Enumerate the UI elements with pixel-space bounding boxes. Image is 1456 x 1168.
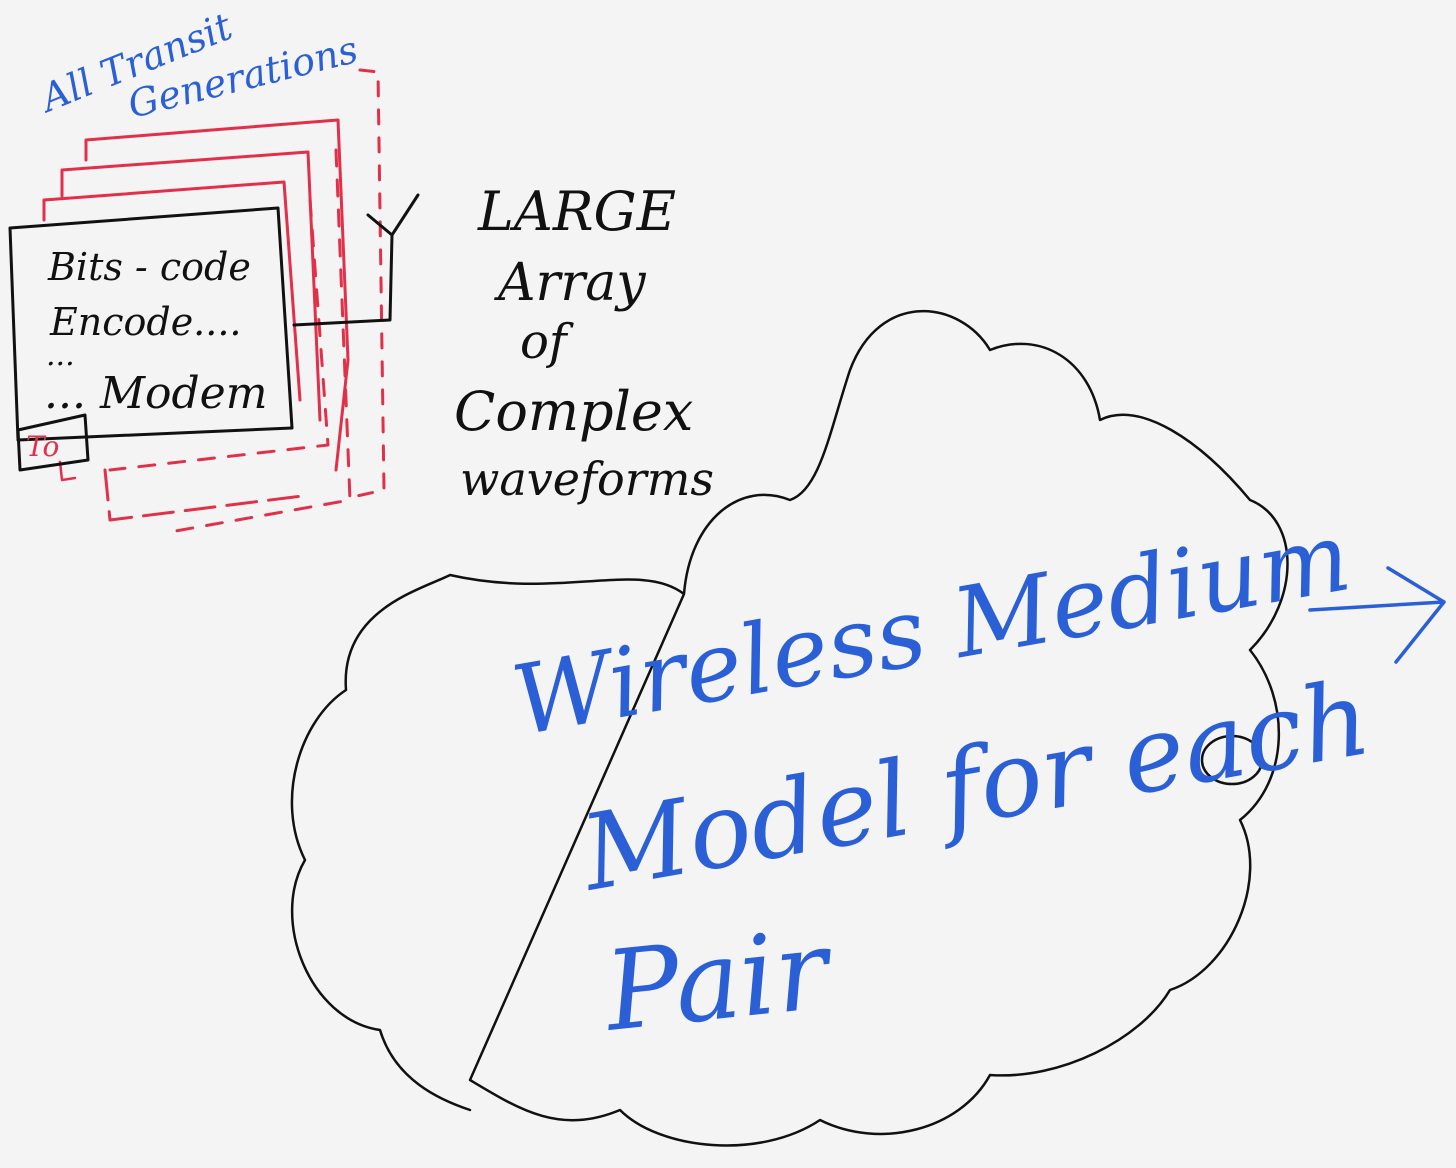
front-box-line2: Encode....: [49, 300, 242, 344]
output-line5: waveforms: [460, 452, 714, 506]
output-line1: LARGE: [477, 180, 676, 243]
back-frame-blue: [84, 118, 350, 472]
bottom-bracket: [103, 468, 312, 522]
front-box-text: Bits - code Encode.... ... ... Modem To: [26, 245, 267, 463]
front-box-line3: ...: [46, 338, 75, 373]
cloud-small-bubble: [1200, 734, 1264, 786]
output-arrow: [1308, 566, 1446, 664]
wireless-medium-cloud: [290, 309, 1289, 1147]
stack-caption: All Transit Generations: [32, 4, 362, 127]
connector-arrow-to-output: [292, 193, 420, 327]
cloud-text: Wireless Medium Model for each Pair: [505, 500, 1379, 1056]
output-label: LARGE Array of Complex waveforms: [454, 180, 714, 506]
front-box-outline: [8, 206, 294, 442]
back-frame-3: [60, 150, 322, 422]
front-box: [8, 206, 294, 472]
output-line4: Complex: [454, 380, 693, 443]
stack-frames: [42, 68, 386, 534]
cloud-line3: Pair: [597, 905, 840, 1056]
front-box-line4: ... Modem: [44, 368, 267, 419]
back-frame-2: [42, 180, 302, 402]
front-box-line1: Bits - code: [47, 245, 251, 289]
output-line2: Array: [494, 253, 646, 313]
front-box-tab: [16, 413, 90, 472]
short-dash-left: [58, 460, 77, 482]
front-box-tab-label: To: [26, 430, 59, 463]
back-frame-2-dash: [108, 198, 330, 472]
back-frame-dashed-outer: [346, 68, 386, 500]
output-line3: of: [520, 314, 574, 370]
